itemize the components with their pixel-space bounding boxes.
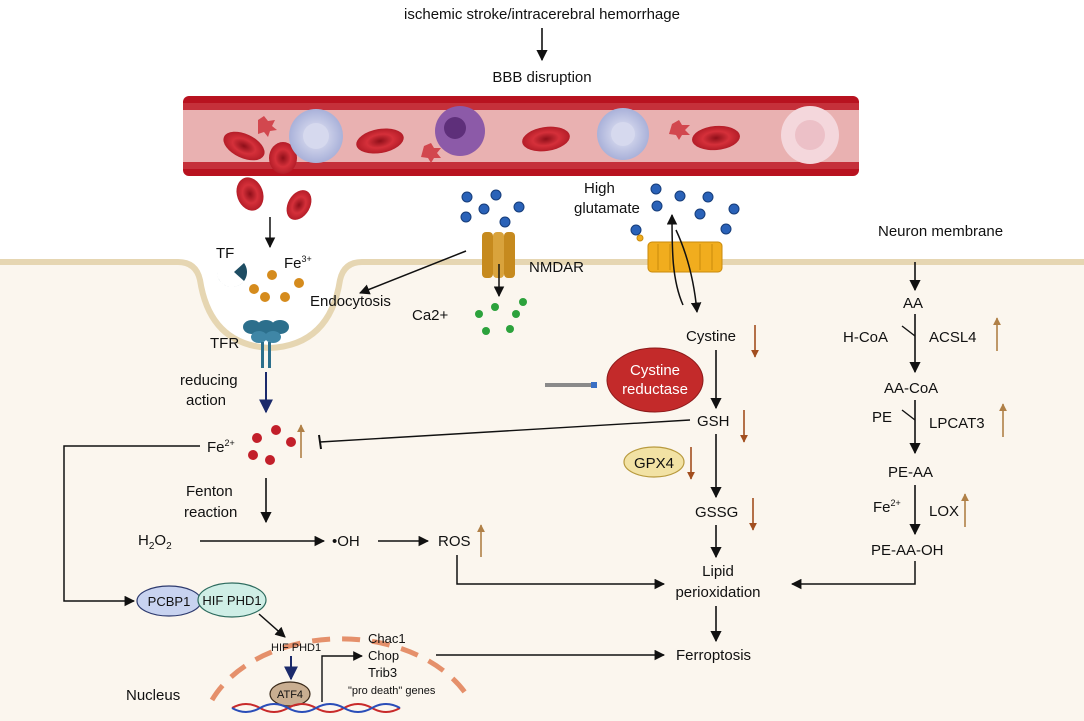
gene-trib3: Trib3 xyxy=(368,665,397,680)
reducing-label: reducing xyxy=(180,372,238,389)
glutamate-cluster-left xyxy=(460,189,525,228)
gene-chac1: Chac1 xyxy=(368,631,406,646)
nmdar-channel-icon xyxy=(482,232,515,278)
peaaoh-label: PE-AA-OH xyxy=(871,542,944,559)
iron3-particles xyxy=(249,270,304,302)
oh-label: •OH xyxy=(332,533,360,550)
fe2-to-pcbp1-arrow xyxy=(63,445,200,607)
ros-label: ROS xyxy=(438,533,471,550)
platelet-icon xyxy=(421,143,441,163)
iron2-particles xyxy=(248,425,296,465)
pe-join xyxy=(901,409,916,421)
dna-helix-icon xyxy=(231,703,401,713)
lipid-label: Lipid xyxy=(702,563,734,580)
platelet-icon xyxy=(258,116,277,137)
antiporter-icon xyxy=(636,234,723,273)
vessel-cells xyxy=(223,106,839,174)
glutamate-label: glutamate xyxy=(574,200,640,217)
transferrin-icon xyxy=(217,263,248,288)
scale-bar-icon xyxy=(545,383,597,387)
platelet-icon xyxy=(669,120,690,140)
hif-phd1-label: HIF PHD1 xyxy=(202,593,261,608)
gene-chop: Chop xyxy=(368,648,399,663)
glutamate-out-arrow xyxy=(666,213,684,306)
hcoa-label: H-CoA xyxy=(843,329,888,346)
ferroptosis-label: Ferroptosis xyxy=(676,647,751,664)
tfr-receptor-icon xyxy=(243,320,289,368)
action-label: action xyxy=(186,392,226,409)
neuron-cytoplasm xyxy=(0,262,1084,721)
gpx4-node xyxy=(623,446,685,478)
hif-phd1-nuclear-label: HIF PHD1 xyxy=(271,642,321,654)
red-blood-cell-icon xyxy=(236,177,264,211)
inhibition-bar xyxy=(318,434,322,450)
pcbp1-label: PCBP1 xyxy=(148,594,191,609)
tf-label: TF xyxy=(216,245,234,262)
acsl4-label: ACSL4 xyxy=(929,329,977,346)
hif-phd1-node xyxy=(197,582,267,618)
hcoa-join xyxy=(901,325,916,337)
aacoa-label: AA-CoA xyxy=(884,380,938,397)
cystine-reductase-line2: reductase xyxy=(622,381,688,398)
endocytosis-label: Endocytosis xyxy=(310,293,391,310)
pe-label: PE xyxy=(872,409,892,426)
atf4-to-genes-arrow xyxy=(321,651,363,702)
glutamate-cluster-right xyxy=(630,183,740,236)
perioxidation-label: perioxidation xyxy=(675,584,760,601)
neuron-membrane-label: Neuron membrane xyxy=(878,223,1003,240)
red-blood-cell-icon xyxy=(522,126,570,152)
h2o2-label: H2O2 xyxy=(138,532,172,552)
nucleus-label: Nucleus xyxy=(126,687,180,704)
gsh-inhibits-fe2-line xyxy=(319,419,691,443)
hif-to-nucleus-arrow xyxy=(258,613,286,638)
atf4-label: ATF4 xyxy=(277,689,303,701)
lpcat3-label: LPCAT3 xyxy=(929,415,985,432)
bbb-label: BBB disruption xyxy=(492,69,591,86)
trigger-label: ischemic stroke/intracerebral hemorrhage xyxy=(404,6,680,23)
nucleus-envelope xyxy=(209,636,473,702)
gsh-label: GSH xyxy=(697,413,730,430)
fe-lox-label: Fe2+ xyxy=(873,498,901,516)
fe3-label: Fe3+ xyxy=(284,254,312,272)
gpx4-label: GPX4 xyxy=(634,455,674,472)
red-blood-cell-icon xyxy=(286,190,312,220)
red-blood-cell-icon xyxy=(692,125,740,151)
calcium-particles xyxy=(475,298,527,335)
high-label: High xyxy=(584,180,615,197)
red-blood-cell-icon xyxy=(269,142,297,174)
ca-label: Ca2+ xyxy=(412,307,449,324)
nmdar-label: NMDAR xyxy=(529,259,584,276)
fenton-label: Fenton xyxy=(186,483,233,500)
tfr-label: TFR xyxy=(210,335,239,352)
red-blood-cell-icon xyxy=(356,128,404,154)
cystine-in-arrow xyxy=(675,229,702,314)
fe2-label: Fe2+ xyxy=(207,438,235,456)
red-blood-cell-icon xyxy=(223,131,265,161)
reaction-label: reaction xyxy=(184,504,237,521)
ros-to-lipid-arrow xyxy=(456,555,666,590)
aa-label: AA xyxy=(903,295,923,312)
peaaoh-to-lipid-arrow xyxy=(790,561,916,590)
lox-label: LOX xyxy=(929,503,959,520)
gssg-label: GSSG xyxy=(695,504,738,521)
nmdar-to-endocytosis-arrow xyxy=(359,250,467,295)
cystine-reductase-node xyxy=(606,347,704,413)
gene-pro-death: "pro death" genes xyxy=(348,685,436,697)
cystine-label: Cystine xyxy=(686,328,736,345)
cystine-reductase-line1: Cystine xyxy=(630,362,680,379)
peaa-label: PE-AA xyxy=(888,464,933,481)
